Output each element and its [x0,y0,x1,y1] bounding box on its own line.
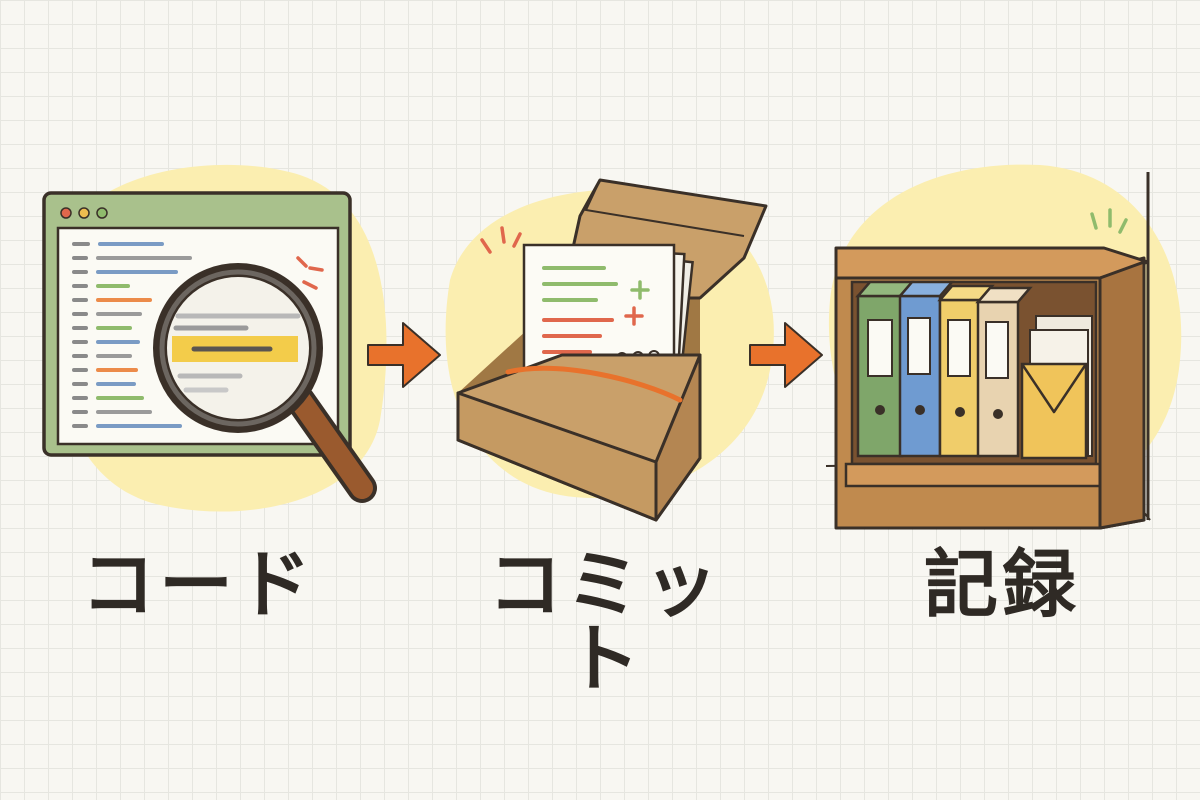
binder-beige [975,286,1033,458]
code-lines [72,242,192,428]
commit-box-icon [445,178,774,522]
binder-blue [897,280,955,458]
envelope-icon [1020,362,1088,460]
window-minimize-dot [78,207,90,219]
step-label-code: コード [81,542,315,628]
magnifier-icon [153,263,377,503]
binder-yellow [937,284,995,458]
rubber-band [505,365,683,403]
window-maximize-dot [96,207,108,219]
window-close-dot [60,207,72,219]
code-window-magnifier-icon [42,164,387,512]
arrow-right-icon [749,322,823,388]
arrow-right-icon [367,322,441,388]
sparkle-marks [1090,208,1128,234]
sparkle-marks [296,256,324,290]
step-label-record: 記録 [924,542,1080,628]
sparkle-marks [480,226,522,254]
archive-bookshelf-icon [825,164,1182,530]
step-label-commit: コミット [488,542,722,702]
